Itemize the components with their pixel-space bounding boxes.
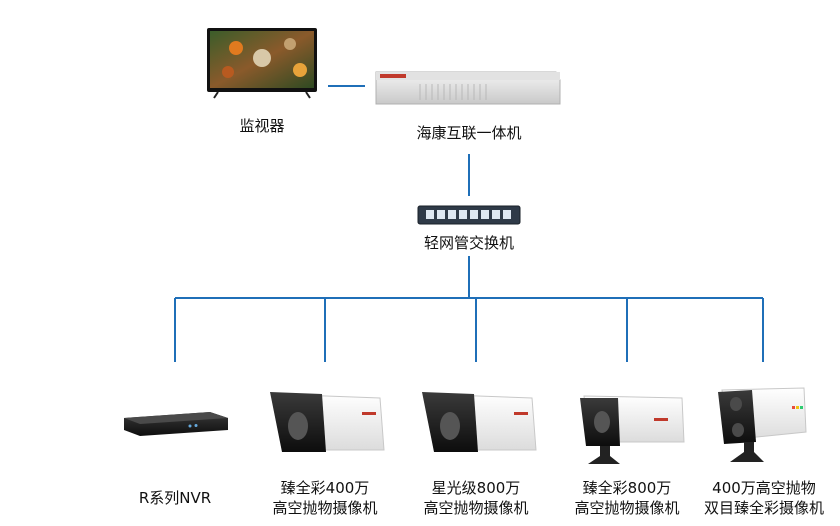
bullet-camera-icon: [270, 392, 385, 452]
switch-label: 轻网管交换机: [423, 234, 514, 252]
device-line1: R系列NVR: [138, 489, 212, 507]
bullet-camera-icon: [422, 392, 537, 452]
device-line1: 400万高空抛物: [712, 479, 816, 497]
device-label-cam2: 星光级800万 高空抛物摄像机: [406, 478, 546, 518]
server-label: 海康互联一体机: [416, 124, 522, 142]
bullet-camera-icon: [580, 395, 685, 464]
monitor-icon: [207, 28, 317, 99]
dual-lens-camera-icon: [718, 387, 807, 462]
device-line2: 高空抛物摄像机: [574, 499, 680, 517]
device-line1: 星光级800万: [431, 479, 521, 497]
monitor-label: 监视器: [239, 117, 285, 135]
rack-server-icon: [375, 71, 561, 105]
device-label-cam4: 400万高空抛物 双目臻全彩摄像机: [692, 478, 836, 518]
device-label-cam1: 臻全彩400万 高空抛物摄像机: [255, 478, 395, 518]
device-line2: 双目臻全彩摄像机: [703, 499, 824, 517]
network-switch-icon: [417, 205, 521, 225]
nvr-recorder-icon: [124, 412, 228, 436]
device-label-cam3: 臻全彩800万 高空抛物摄像机: [557, 478, 697, 518]
device-label-r-nvr: R系列NVR: [115, 488, 235, 508]
device-line1: 臻全彩400万: [280, 479, 370, 497]
device-line2: 高空抛物摄像机: [272, 499, 378, 517]
device-line1: 臻全彩800万: [582, 479, 672, 497]
connection-lines: [174, 85, 764, 362]
device-line2: 高空抛物摄像机: [423, 499, 529, 517]
